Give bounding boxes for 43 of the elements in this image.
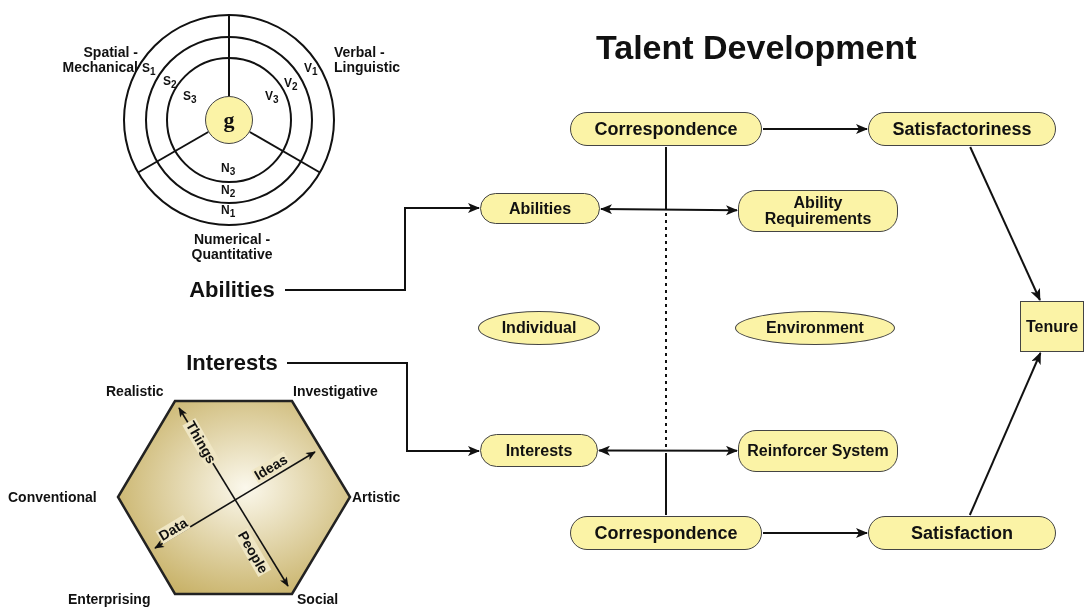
category-label: Spatial - Mechanical [61,45,138,75]
heading-text: Interests [178,349,286,377]
ring-label: V$_{2}$ [284,77,298,93]
heading-text: Abilities [180,276,284,304]
ring-label: N$_{1}$ [221,204,236,220]
title: Talent Development [596,30,917,66]
ring-label: V$_{3}$ [265,90,279,106]
ring-label: S$_{3}$ [183,90,197,106]
arrow [284,203,480,291]
ring-label: S$_{1}$ [142,62,156,78]
rectangle-node: Tenure [1020,301,1084,352]
category-label: Verbal - Linguistic [334,45,402,75]
ring-label: N$_{2}$ [221,184,236,200]
arrow [762,528,868,538]
category-label: Investigative [293,384,378,399]
rounded-box: Abilities [480,193,600,224]
hexagon-node [117,400,351,595]
ring-label: N$_{3}$ [221,162,236,178]
category-label: Enterprising [68,592,151,607]
rounded-box: Interests [480,434,598,467]
rounded-box: Correspondence [570,112,762,146]
arrow [286,362,480,456]
rounded-box: Satisfaction [868,516,1056,550]
arrow [600,204,738,216]
rounded-box: Reinforcer System [738,430,898,472]
rounded-box: Ability Requirements [738,190,898,232]
ellipse-node: Individual [478,311,600,345]
arrow [762,124,868,134]
category-label: Realistic [106,384,164,399]
ring-label: V$_{1}$ [304,62,318,78]
center-circle: g [205,96,253,144]
category-label: Numerical - Quantitative [190,232,274,262]
ellipse-node: Environment [735,311,895,345]
arrow [968,352,1042,516]
rounded-box: Satisfactoriness [868,112,1056,146]
category-label: Social [297,592,339,607]
rounded-box: Correspondence [570,516,762,550]
category-label: Conventional [8,490,97,505]
connector-line [665,146,667,516]
arrow [969,146,1041,301]
ring-label: S$_{2}$ [163,75,177,91]
arrow [598,445,738,456]
category-label: Artistic [352,490,401,505]
